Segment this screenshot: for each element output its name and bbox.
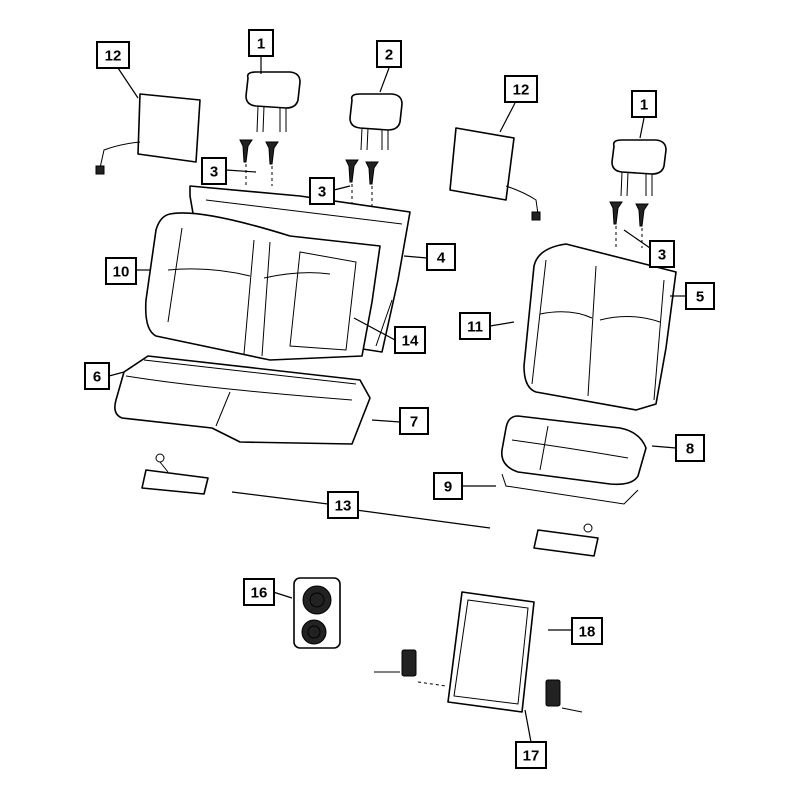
callout-number: 4 — [437, 250, 446, 267]
callout-number: 8 — [686, 441, 694, 458]
callout-number: 12 — [513, 82, 530, 99]
callout-number: 3 — [210, 164, 218, 181]
callout-box — [243, 578, 275, 606]
callout-number: 16 — [251, 585, 268, 602]
callout-c18: 18 — [571, 617, 603, 645]
callout-box — [675, 434, 705, 462]
callout-number: 13 — [335, 498, 352, 515]
callout-box — [105, 257, 137, 285]
callout-box — [685, 282, 715, 310]
callout-number: 3 — [318, 184, 326, 201]
callout-box — [84, 362, 110, 390]
callout-box — [399, 407, 429, 435]
callout-c17: 17 — [515, 741, 547, 769]
guide-sleeves-left — [239, 139, 279, 186]
seat-cushion-60 — [114, 355, 371, 445]
cupholder-insert — [293, 577, 341, 649]
callout-number: 7 — [410, 414, 418, 431]
callout-c11: 11 — [459, 312, 491, 340]
callout-c16: 16 — [243, 578, 275, 606]
seat-strap-left — [141, 453, 209, 495]
callout-box — [515, 741, 547, 769]
callout-c12a: 12 — [96, 41, 130, 69]
callout-number: 12 — [105, 48, 122, 65]
callout-c13: 13 — [327, 491, 359, 519]
callout-c7: 7 — [399, 407, 429, 435]
hinge-left — [374, 649, 447, 687]
callout-c1a: 1 — [248, 29, 274, 57]
callout-box — [309, 177, 335, 205]
callout-c8: 8 — [675, 434, 705, 462]
callout-box — [376, 40, 402, 68]
callout-number: 14 — [402, 333, 419, 350]
hinge-right — [545, 679, 583, 713]
callout-c3a: 3 — [201, 157, 227, 185]
callout-c9: 9 — [433, 472, 463, 500]
callout-c1b: 1 — [631, 90, 657, 118]
callout-box — [649, 240, 675, 268]
callout-box — [327, 491, 359, 519]
callout-box — [248, 29, 274, 57]
callout-box — [631, 90, 657, 118]
callout-box — [426, 243, 456, 271]
seat-back-cover-60 — [144, 212, 381, 361]
seat-back-right — [523, 243, 677, 411]
callout-number: 1 — [257, 36, 265, 53]
guide-sleeves-center — [345, 159, 379, 208]
pass-through-door — [447, 591, 535, 713]
callout-c12b: 12 — [504, 75, 538, 103]
callout-box — [504, 75, 538, 103]
callout-box — [571, 617, 603, 645]
callout-box — [433, 472, 463, 500]
callout-number: 17 — [523, 748, 540, 765]
guide-sleeves-right — [609, 201, 649, 248]
headrest-center — [349, 93, 403, 151]
callout-number: 2 — [385, 47, 393, 64]
callout-c14: 14 — [394, 326, 426, 354]
callout-c3b: 3 — [309, 177, 335, 205]
callout-c5: 5 — [685, 282, 715, 310]
callout-c2: 2 — [376, 40, 402, 68]
seat-strap-right — [533, 523, 599, 557]
rear-panel-left — [95, 93, 201, 175]
callout-number: 9 — [444, 479, 452, 496]
callout-c4: 4 — [426, 243, 456, 271]
callout-number: 1 — [640, 97, 648, 114]
headrest-right — [611, 139, 667, 197]
callout-number: 10 — [113, 264, 130, 281]
headrest-left — [245, 71, 301, 133]
callout-c10: 10 — [105, 257, 137, 285]
rear-panel-right — [449, 127, 541, 221]
callout-c6: 6 — [84, 362, 110, 390]
callout-number: 11 — [467, 319, 483, 336]
callout-box — [459, 312, 491, 340]
callout-box — [96, 41, 130, 69]
callout-number: 3 — [658, 247, 666, 264]
callout-c3c: 3 — [649, 240, 675, 268]
callout-box — [201, 157, 227, 185]
callout-number: 18 — [579, 624, 596, 641]
callout-number: 5 — [696, 289, 704, 306]
seat-cushion-40 — [501, 415, 647, 505]
callout-box — [394, 326, 426, 354]
callout-number: 6 — [93, 369, 101, 386]
